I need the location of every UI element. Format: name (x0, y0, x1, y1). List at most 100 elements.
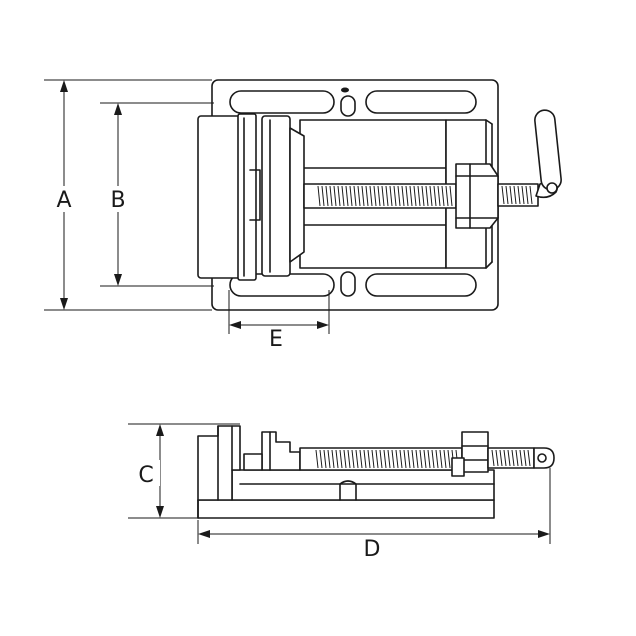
thread-line (525, 185, 529, 205)
thread-line (369, 185, 373, 207)
movable-jaw (261, 115, 291, 277)
thread-line (395, 449, 399, 469)
handle-pivot (546, 182, 558, 194)
thread-line (385, 185, 389, 207)
thread-line (437, 185, 441, 207)
vertical-slot (340, 271, 356, 297)
arrow-head (60, 298, 68, 310)
thread-line (415, 449, 419, 469)
thread-line (407, 449, 411, 469)
label-bg (106, 186, 130, 212)
dimension-label-d: D (364, 537, 381, 562)
mounting-slot (229, 90, 335, 114)
thread-line (495, 449, 499, 467)
thread-line (509, 185, 513, 205)
thread-line (441, 185, 445, 207)
thread-line (373, 185, 377, 207)
side-slot (339, 480, 357, 501)
thread-line (367, 449, 371, 469)
thread-line (343, 449, 347, 469)
arrow-head (60, 80, 68, 92)
thread-line (375, 449, 379, 469)
fixed-jaw-plate (237, 113, 257, 281)
thread-line (435, 449, 439, 469)
thread-line (393, 185, 397, 207)
arrow-head (114, 103, 122, 115)
thread-line (519, 449, 523, 467)
thread-line (377, 185, 381, 207)
arrow-head (317, 321, 329, 329)
thread-line (507, 449, 511, 467)
screw-thread (491, 449, 531, 467)
thread-line (445, 185, 449, 207)
thread-line (391, 449, 395, 469)
thread-line (527, 449, 531, 467)
side-jaw-block (243, 453, 263, 471)
arrow-head (156, 506, 164, 518)
label-bg (52, 186, 76, 212)
movable-jaw-body (289, 127, 305, 263)
thread-line (417, 185, 421, 207)
mounting-slot (365, 90, 477, 114)
thread-line (319, 449, 323, 469)
thread-line (433, 185, 437, 207)
side-base (197, 499, 495, 519)
arrow-head (198, 530, 210, 538)
thread-line (529, 185, 533, 205)
screw-thread (317, 185, 453, 207)
thread-line (345, 185, 349, 207)
thread-line (419, 449, 423, 469)
thread-line (371, 449, 375, 469)
thread-line (401, 185, 405, 207)
thread-line (397, 185, 401, 207)
top-view: A B E (44, 79, 562, 352)
thread-line (429, 185, 433, 207)
thread-line (339, 449, 343, 469)
arrow-head (156, 424, 164, 436)
fixed-jaw (197, 115, 241, 279)
thread-line (427, 449, 431, 469)
thread-line (349, 185, 353, 207)
thread-line (363, 449, 367, 469)
thread-line (317, 185, 321, 207)
thread-line (337, 185, 341, 207)
thread-line (365, 185, 369, 207)
thread-line (425, 185, 429, 207)
thread-line (383, 449, 387, 469)
thread-line (331, 449, 335, 469)
thread-line (515, 449, 519, 467)
thread-line (333, 185, 337, 207)
side-handle-pivot (537, 453, 547, 463)
dimension-label-b: B (110, 188, 125, 213)
thread-line (327, 449, 331, 469)
side-hex-nut (461, 431, 489, 473)
arrow-head (538, 530, 550, 538)
thread-line (329, 185, 333, 207)
thread-line (503, 449, 507, 467)
thread-line (439, 449, 443, 469)
jaw-insert (249, 169, 261, 221)
mounting-slot (365, 273, 477, 297)
thread-line (379, 449, 383, 469)
thread-line (361, 185, 365, 207)
arrow-head (114, 274, 122, 286)
side-screw-end (487, 447, 535, 469)
thread-line (447, 449, 451, 469)
thread-line (511, 449, 515, 467)
thread-line (409, 185, 413, 207)
thread-line (387, 449, 391, 469)
thread-line (523, 449, 527, 467)
thread-line (403, 449, 407, 469)
thread-line (411, 449, 415, 469)
side-movable-jaw (261, 431, 301, 471)
dimension-label-a: A (56, 188, 71, 213)
thread-line (431, 449, 435, 469)
thread-line (381, 185, 385, 207)
thread-line (405, 185, 409, 207)
thread-line (423, 449, 427, 469)
thread-line (353, 185, 357, 207)
dimension-label-e: E (269, 327, 283, 352)
side-view: C D (128, 423, 555, 562)
